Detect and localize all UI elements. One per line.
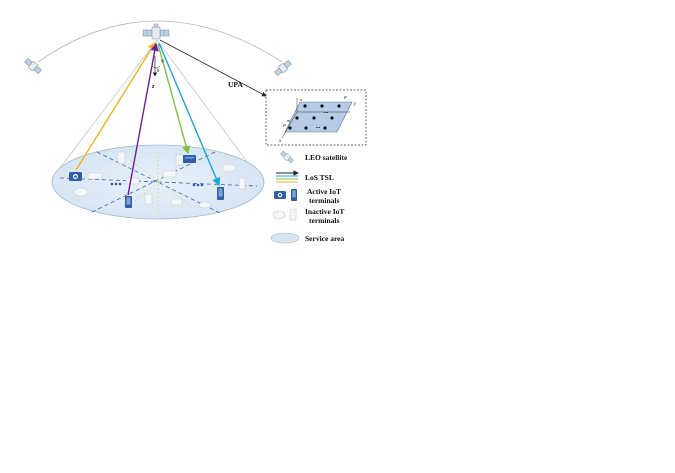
cone-edge-left — [56, 39, 158, 173]
beam-green — [157, 43, 191, 155]
upa-label: UPA — [228, 80, 243, 89]
legend-active-label-1: Active IoT — [307, 187, 341, 196]
cone-edge-right — [156, 39, 263, 183]
upa-axis-x: x — [278, 139, 282, 144]
legend-los-tsl-arrows — [276, 170, 299, 183]
legend-los-tsl-label: LoS TSL — [305, 173, 334, 182]
theta-label: θ — [157, 69, 160, 74]
upa-dim-m: m — [287, 118, 291, 123]
orbit-arc — [37, 20, 283, 63]
upa-pointer — [159, 39, 267, 97]
upa-dim-n: n — [300, 97, 303, 102]
main-satellite-icon — [142, 23, 170, 40]
phi-label: φ — [161, 59, 164, 64]
upa-plane — [284, 101, 353, 133]
upa-dots-row: ••• — [316, 125, 321, 130]
legend-active-label-2: terminals — [309, 196, 340, 205]
inactive-links — [127, 152, 191, 214]
legend-inactive-label-2: terminals — [309, 216, 340, 225]
left-satellite-icon — [24, 57, 42, 75]
upa-dim-p-right: P — [343, 95, 347, 100]
beam-purple — [127, 42, 159, 196]
upa-dim-p-left: P — [282, 123, 286, 128]
theta-arc — [151, 65, 161, 69]
legend-satellite-icon — [280, 150, 294, 164]
right-satellite-icon — [274, 59, 292, 77]
beam-cyan — [158, 42, 221, 187]
ellipsis-dots — [110, 182, 204, 187]
legend-inactive-icons — [272, 208, 297, 221]
inactive-terminals — [73, 151, 246, 209]
router-terminal — [183, 155, 196, 163]
beam-orange — [75, 41, 156, 171]
legend-service-area-label: Service area — [305, 234, 345, 243]
active-terminals — [69, 155, 224, 208]
z-label: z — [151, 84, 155, 90]
legend-service-area — [270, 232, 300, 244]
upa-axis-y: y — [353, 102, 357, 107]
upa-inset: y x n P P m ••• ••• — [265, 89, 367, 146]
legend-inactive-label-1: Inactive IoT — [305, 207, 345, 216]
legend-satellite-label: LEO satellite — [305, 153, 348, 162]
upa-dots-col: ••• — [324, 110, 329, 115]
legend-active-icons — [274, 189, 297, 201]
